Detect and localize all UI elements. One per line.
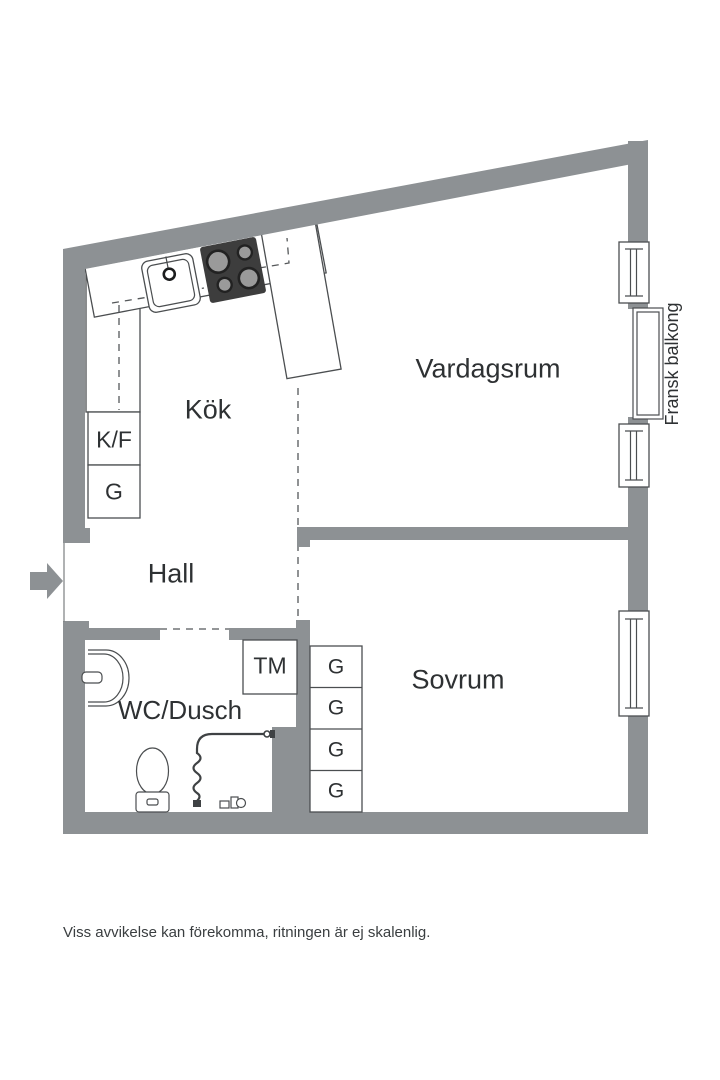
label-cabinet: G	[105, 478, 123, 505]
label-french-balcony: Fransk balkong	[662, 302, 682, 426]
bathroom-fixtures	[81, 649, 275, 813]
window-icon	[618, 423, 650, 488]
cabinet-box	[87, 464, 141, 519]
washing-machine-box	[242, 639, 298, 695]
storage-boxes	[87, 411, 363, 813]
room-label-bathroom: WC/Dusch	[117, 695, 243, 725]
label-wardrobe-4: G	[327, 779, 345, 803]
fridge-freezer-box	[87, 411, 141, 466]
window-icon	[618, 241, 650, 304]
label-wardrobe-2: G	[327, 696, 345, 720]
french-balcony-door	[632, 307, 664, 420]
kitchen-sink-icon	[141, 253, 201, 313]
dashed-lines	[111, 237, 299, 630]
room-label-hall: Hall	[147, 558, 195, 589]
hand-shower-icon	[219, 796, 247, 809]
entry	[30, 543, 65, 622]
wardrobe-column	[309, 645, 363, 813]
stove-icon	[200, 237, 266, 303]
washbasin-icon	[81, 649, 130, 707]
label-washing-machine: TM	[253, 652, 287, 679]
label-wardrobe-1: G	[327, 655, 345, 679]
label-wardrobe-3: G	[327, 738, 345, 762]
windows	[618, 241, 650, 717]
room-label-bedroom: Sovrum	[411, 664, 505, 695]
room-label-kitchen: Kök	[184, 394, 232, 425]
walls	[63, 140, 648, 834]
kitchen-peninsula	[260, 220, 342, 380]
label-fridge-freezer: K/F	[96, 426, 132, 453]
room-label-living: Vardagsrum	[415, 353, 561, 384]
entry-arrow-icon	[30, 563, 63, 599]
window-icon	[618, 610, 650, 717]
disclaimer-text: Viss avvikelse kan förekomma, ritningen …	[63, 924, 431, 941]
shower-hose-icon	[192, 730, 275, 807]
toilet-icon	[135, 747, 170, 813]
